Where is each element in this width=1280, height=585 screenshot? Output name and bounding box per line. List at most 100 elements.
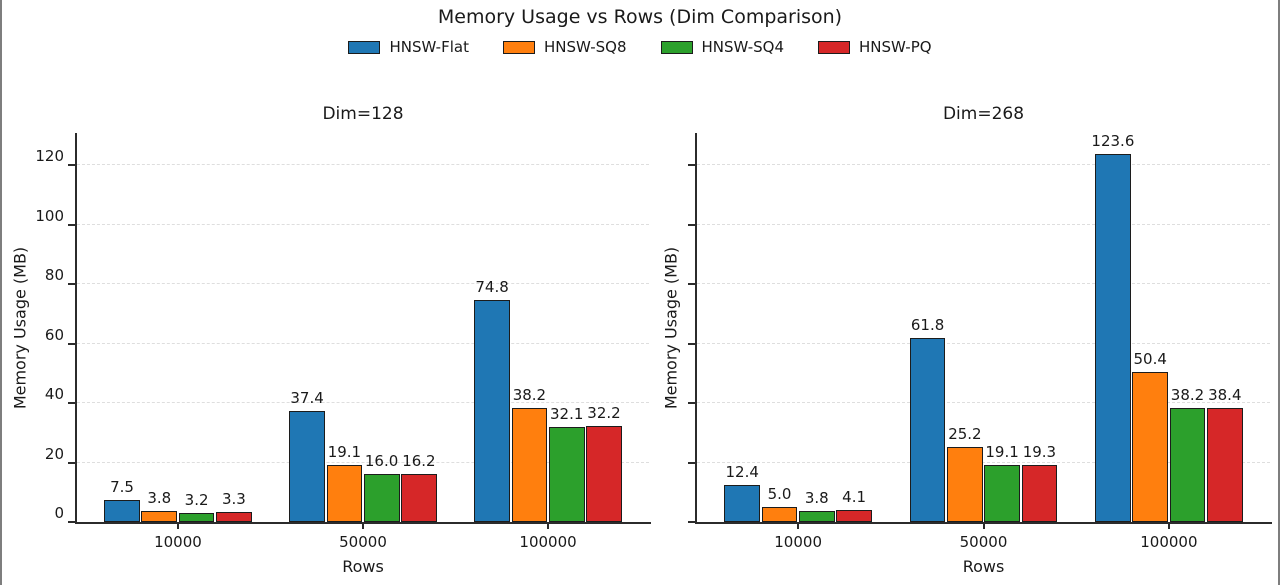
ytick-label-60: 60 bbox=[44, 325, 64, 344]
bar-value-hnsw-sq4-10000: 3.8 bbox=[804, 488, 829, 507]
gridline-y20 bbox=[697, 461, 1270, 463]
bar-hnsw-pq-50000 bbox=[1021, 464, 1058, 522]
bar-hnsw-sq4-10000 bbox=[798, 510, 835, 522]
bar-hnsw-sq8-10000 bbox=[761, 507, 798, 522]
legend-item-hnsw-flat: HNSW-Flat bbox=[348, 38, 469, 56]
window-edge-right bbox=[1278, 0, 1280, 585]
y-axis-spine bbox=[695, 133, 697, 524]
y-axis-label: Memory Usage (MB) bbox=[10, 246, 30, 409]
bar-value-hnsw-pq-10000: 3.3 bbox=[221, 490, 246, 509]
ytick-mark-100 bbox=[688, 223, 695, 226]
ytick-mark-0 bbox=[688, 521, 695, 523]
legend-label-hnsw-flat: HNSW-Flat bbox=[389, 38, 469, 56]
gridline-y100 bbox=[697, 223, 1270, 225]
ytick-label-40: 40 bbox=[44, 385, 64, 404]
ytick-label-0: 0 bbox=[54, 504, 64, 522]
xtick-label-10000: 10000 bbox=[774, 533, 822, 551]
gridline-y40 bbox=[697, 402, 1270, 404]
gridline-y80 bbox=[697, 283, 1270, 285]
legend-swatch-hnsw-sq8-icon bbox=[502, 40, 535, 54]
bar-hnsw-pq-100000 bbox=[1206, 407, 1243, 522]
bar-value-hnsw-flat-10000: 7.5 bbox=[110, 477, 134, 496]
bar-value-hnsw-flat-100000: 74.8 bbox=[475, 277, 509, 296]
ytick-mark-100 bbox=[68, 223, 75, 226]
gridline-y40 bbox=[77, 402, 649, 404]
xtick-mark-10000 bbox=[797, 522, 800, 529]
bar-hnsw-flat-50000 bbox=[289, 410, 325, 522]
bar-value-hnsw-sq4-100000: 38.2 bbox=[1170, 386, 1205, 405]
gridline-y80 bbox=[77, 283, 649, 285]
bar-value-hnsw-pq-10000: 4.1 bbox=[842, 487, 867, 506]
ytick-mark-0 bbox=[68, 521, 75, 523]
bar-value-hnsw-sq4-10000: 3.2 bbox=[184, 490, 209, 509]
legend-label-hnsw-sq4: HNSW-SQ4 bbox=[701, 38, 785, 56]
legend-swatch-hnsw-sq4-icon bbox=[660, 40, 693, 54]
legend: HNSW-Flat HNSW-SQ8 HNSW-SQ4 HNSW-PQ bbox=[0, 38, 1280, 56]
bar-hnsw-sq4-50000 bbox=[363, 474, 400, 522]
ytick-mark-40 bbox=[688, 402, 695, 405]
bar-hnsw-pq-50000 bbox=[401, 473, 437, 522]
xtick-mark-100000 bbox=[547, 522, 550, 529]
gridline-y60 bbox=[697, 342, 1270, 344]
bar-hnsw-sq4-50000 bbox=[984, 465, 1021, 522]
bar-hnsw-flat-10000 bbox=[104, 499, 140, 522]
bar-hnsw-sq8-100000 bbox=[1132, 372, 1169, 522]
bar-hnsw-sq8-50000 bbox=[326, 465, 363, 522]
gridline-y120 bbox=[77, 164, 649, 166]
bar-hnsw-sq8-100000 bbox=[511, 408, 548, 522]
bar-hnsw-sq4-10000 bbox=[178, 512, 215, 522]
y-axis-spine bbox=[75, 133, 77, 524]
bar-value-hnsw-sq8-50000: 25.2 bbox=[948, 425, 982, 444]
bar-value-hnsw-flat-100000: 123.6 bbox=[1091, 132, 1135, 151]
xtick-label-100000: 100000 bbox=[1140, 533, 1198, 551]
legend-item-hnsw-sq4: HNSW-SQ4 bbox=[660, 38, 785, 56]
window-edge-left bbox=[0, 0, 2, 585]
bar-value-hnsw-sq8-100000: 50.4 bbox=[1133, 350, 1167, 369]
bar-hnsw-flat-10000 bbox=[724, 485, 761, 522]
gridline-y20 bbox=[77, 461, 649, 463]
xtick-mark-100000 bbox=[1167, 522, 1170, 529]
bar-hnsw-pq-10000 bbox=[216, 512, 252, 522]
ytick-label-120: 120 bbox=[35, 147, 64, 166]
bar-value-hnsw-sq4-50000: 19.1 bbox=[985, 443, 1019, 462]
gridline-y120 bbox=[697, 164, 1270, 166]
legend-swatch-hnsw-flat-icon bbox=[348, 40, 381, 54]
x-axis-label: Rows bbox=[342, 557, 384, 576]
bar-hnsw-sq4-100000 bbox=[1169, 408, 1206, 522]
ytick-mark-80 bbox=[688, 283, 695, 286]
bar-hnsw-pq-100000 bbox=[586, 426, 622, 522]
ytick-mark-80 bbox=[68, 283, 75, 286]
bar-value-hnsw-sq8-100000: 38.2 bbox=[512, 386, 547, 405]
ytick-label-80: 80 bbox=[44, 266, 64, 285]
bar-hnsw-flat-50000 bbox=[909, 338, 946, 522]
bar-value-hnsw-pq-100000: 38.4 bbox=[1208, 385, 1242, 404]
xtick-mark-10000 bbox=[176, 522, 179, 529]
ytick-label-20: 20 bbox=[44, 444, 64, 463]
legend-label-hnsw-pq: HNSW-PQ bbox=[859, 38, 932, 56]
ytick-mark-120 bbox=[688, 164, 695, 167]
bar-hnsw-flat-100000 bbox=[1095, 154, 1131, 522]
legend-item-hnsw-pq: HNSW-PQ bbox=[818, 38, 932, 56]
gridline-y60 bbox=[77, 342, 649, 344]
bar-value-hnsw-pq-100000: 32.2 bbox=[587, 404, 621, 423]
gridline-y100 bbox=[77, 223, 649, 225]
xtick-label-10000: 10000 bbox=[154, 533, 202, 551]
bar-hnsw-pq-10000 bbox=[836, 509, 872, 522]
xtick-mark-50000 bbox=[982, 522, 985, 529]
ytick-mark-120 bbox=[68, 164, 75, 167]
bar-hnsw-sq4-100000 bbox=[548, 426, 585, 522]
chart-title: Memory Usage vs Rows (Dim Comparison) bbox=[437, 6, 843, 28]
xtick-label-100000: 100000 bbox=[519, 533, 577, 551]
bar-hnsw-sq8-50000 bbox=[947, 447, 983, 522]
bar-value-hnsw-sq8-10000: 3.8 bbox=[147, 488, 172, 507]
y-axis-label: Memory Usage (MB) bbox=[661, 246, 681, 409]
x-axis-label: Rows bbox=[962, 557, 1005, 576]
bar-value-hnsw-sq4-50000: 16.0 bbox=[364, 452, 399, 471]
legend-label-hnsw-sq8: HNSW-SQ8 bbox=[543, 38, 627, 56]
subplot-title-dim-128: Dim=128 bbox=[322, 104, 404, 124]
bar-value-hnsw-flat-50000: 61.8 bbox=[910, 316, 945, 335]
xtick-label-50000: 50000 bbox=[959, 533, 1008, 551]
